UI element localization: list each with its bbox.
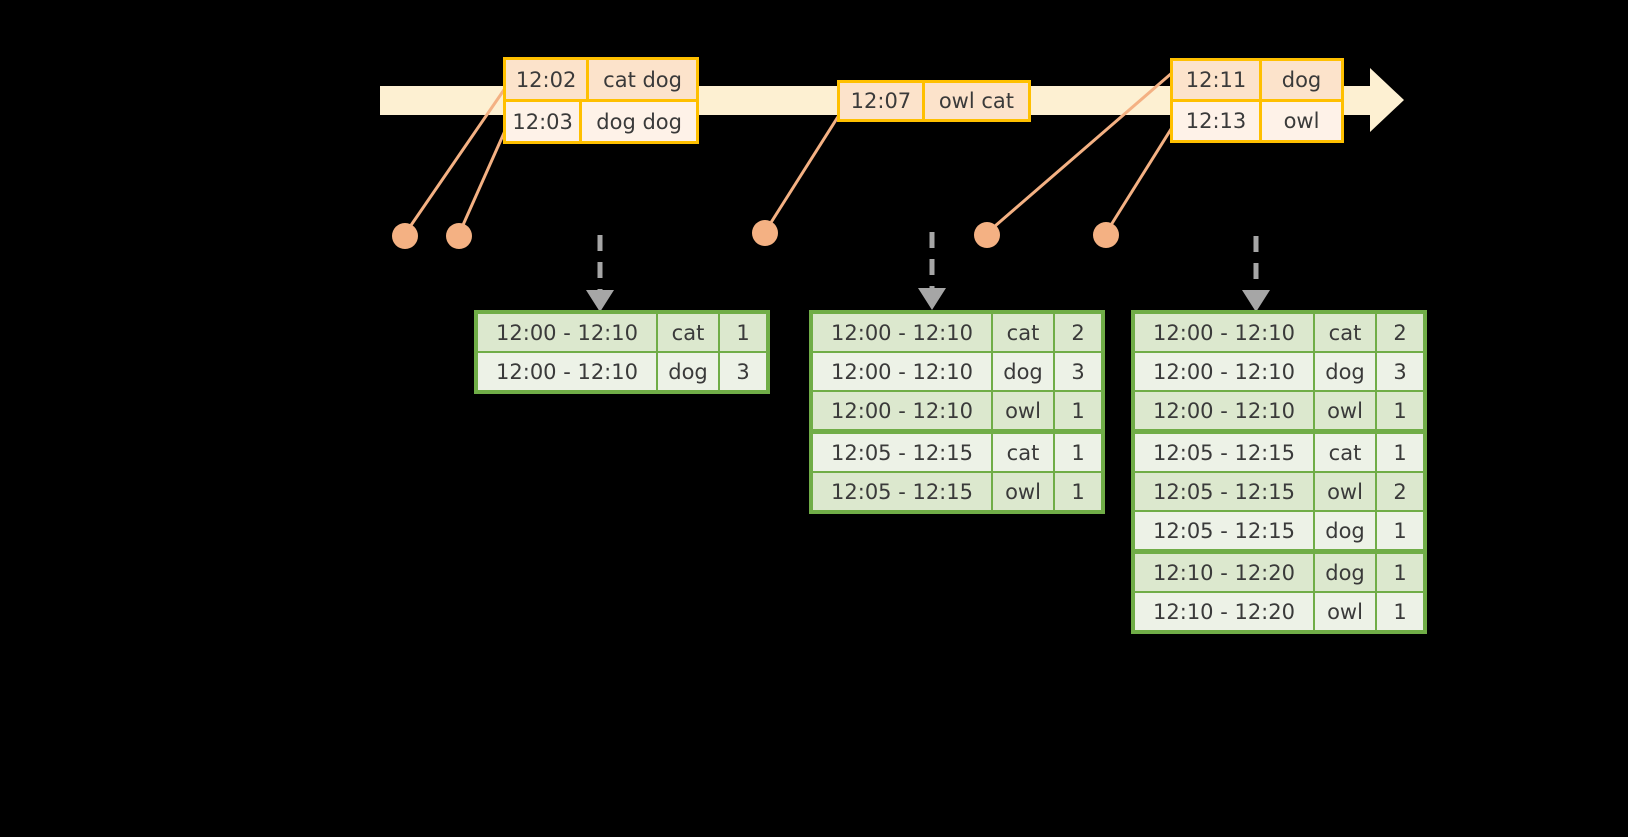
cell-word: cat — [993, 314, 1053, 351]
cell-count: 1 — [1055, 473, 1101, 510]
event-time: 12:03 — [506, 102, 583, 141]
connector-dot-1203 — [446, 223, 472, 249]
cell-window: 12:00 - 12:10 — [813, 353, 991, 390]
cell-window: 12:00 - 12:10 — [1135, 392, 1313, 429]
connector-dot-1213 — [1093, 222, 1119, 248]
cell-window: 12:00 - 12:10 — [1135, 353, 1313, 390]
cell-word: owl — [1315, 473, 1375, 510]
cell-count: 3 — [1377, 353, 1423, 390]
event-row[interactable]: 12:02 cat dog — [506, 60, 696, 99]
cell-count: 3 — [1055, 353, 1101, 390]
connector-dot-1211 — [974, 222, 1000, 248]
connector-dot-1207 — [752, 220, 778, 246]
cell-word: dog — [1315, 512, 1375, 549]
cell-window: 12:10 - 12:20 — [1135, 593, 1313, 630]
cell-word: owl — [1315, 593, 1375, 630]
cell-window: 12:00 - 12:10 — [813, 392, 991, 429]
cell-window: 12:00 - 12:10 — [478, 353, 656, 390]
cell-window: 12:00 - 12:10 — [813, 314, 991, 351]
cell-window: 12:05 - 12:15 — [813, 473, 991, 510]
cell-word: dog — [1315, 554, 1375, 591]
dashed-arrow-head-2 — [918, 288, 946, 310]
cell-word: owl — [1315, 392, 1375, 429]
cell-word: dog — [993, 353, 1053, 390]
event-time: 12:02 — [506, 60, 590, 99]
cell-count: 2 — [1377, 473, 1423, 510]
connector-line-1213 — [1104, 125, 1175, 234]
cell-window: 12:10 - 12:20 — [1135, 554, 1313, 591]
cell-window: 12:05 - 12:15 — [813, 434, 991, 471]
cell-word: owl — [993, 473, 1053, 510]
event-box-2[interactable]: 12:07 owl cat — [837, 80, 1031, 122]
cell-window: 12:05 - 12:15 — [1135, 512, 1313, 549]
event-row[interactable]: 12:13 owl — [1173, 99, 1341, 140]
connector-line-1202 — [403, 83, 510, 235]
event-words: dog dog — [582, 102, 696, 141]
cell-count: 1 — [1377, 392, 1423, 429]
dashed-arrow-head-1 — [586, 290, 614, 312]
event-box-3[interactable]: 12:11 dog 12:13 owl — [1170, 58, 1344, 143]
cell-word: dog — [1315, 353, 1375, 390]
stream-arrowhead — [1350, 68, 1404, 132]
cell-count: 1 — [1377, 434, 1423, 471]
event-box-1[interactable]: 12:02 cat dog 12:03 dog dog — [503, 57, 699, 144]
event-words: cat dog — [589, 60, 696, 99]
cell-word: cat — [658, 314, 718, 351]
event-time: 12:13 — [1173, 102, 1262, 140]
cell-count: 2 — [1055, 314, 1101, 351]
connector-dot-1202 — [392, 223, 418, 249]
cell-count: 3 — [720, 353, 766, 390]
cell-count: 1 — [720, 314, 766, 351]
cell-word: cat — [1315, 434, 1375, 471]
cell-word: cat — [993, 434, 1053, 471]
cell-count: 1 — [1055, 434, 1101, 471]
event-row[interactable]: 12:03 dog dog — [506, 99, 696, 141]
event-words: owl — [1262, 102, 1341, 140]
event-row[interactable]: 12:07 owl cat — [840, 83, 1028, 119]
event-words: dog — [1262, 61, 1341, 99]
cell-word: cat — [1315, 314, 1375, 351]
cell-word: owl — [993, 392, 1053, 429]
cell-count: 1 — [1055, 392, 1101, 429]
event-words: owl cat — [924, 83, 1028, 119]
cell-window: 12:05 - 12:15 — [1135, 473, 1313, 510]
cell-count: 1 — [1377, 593, 1423, 630]
event-time: 12:11 — [1173, 61, 1262, 99]
cell-word: dog — [658, 353, 718, 390]
event-time: 12:07 — [840, 83, 925, 119]
cell-window: 12:00 - 12:10 — [478, 314, 656, 351]
cell-window: 12:00 - 12:10 — [1135, 314, 1313, 351]
event-row[interactable]: 12:11 dog — [1173, 61, 1341, 99]
connector-line-1203 — [457, 123, 510, 235]
cell-count: 1 — [1377, 554, 1423, 591]
connector-line-1207 — [763, 111, 843, 233]
cell-count: 1 — [1377, 512, 1423, 549]
cell-window: 12:05 - 12:15 — [1135, 434, 1313, 471]
cell-count: 2 — [1377, 314, 1423, 351]
dashed-arrow-head-3 — [1242, 290, 1270, 312]
